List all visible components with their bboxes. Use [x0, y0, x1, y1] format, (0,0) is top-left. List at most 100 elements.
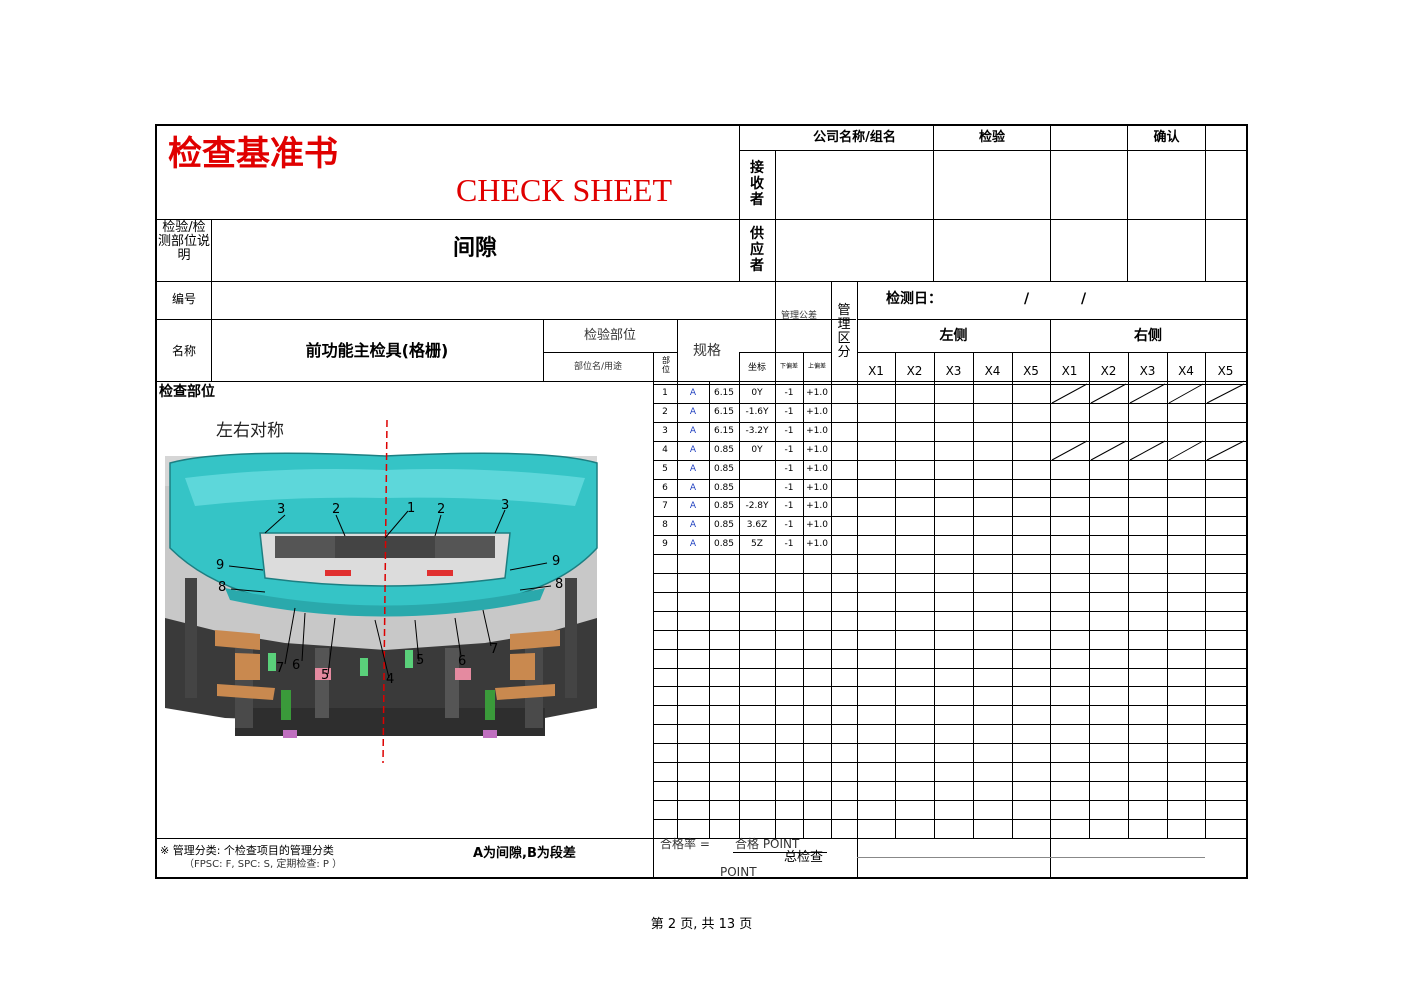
diagram-callout: 8 — [218, 580, 227, 595]
table-cell-spec: 0.85 — [713, 539, 735, 549]
number-label: 编号 — [171, 292, 196, 306]
company-label: 公司名称/组名 — [813, 130, 896, 145]
table-cell-coord — [739, 460, 775, 478]
table-cell-upper: +1.0 — [806, 501, 828, 511]
receiver-label: 接收者 — [750, 160, 764, 208]
table-cell-spec: 6.15 — [713, 407, 735, 417]
part-desc-value: 间隙 — [452, 236, 497, 261]
coord-label: 坐标 — [747, 363, 766, 373]
date-slash-2: / — [1081, 291, 1087, 307]
table-cell-part: A — [689, 539, 697, 549]
table-cell-upper: +1.0 — [806, 464, 828, 474]
table-cell-no: 3 — [662, 426, 668, 436]
table-cell-upper: +1.0 — [806, 483, 828, 493]
table-cell-upper: +1.0 — [806, 426, 828, 436]
table-cell-no: 4 — [662, 445, 668, 455]
diagram-callout: 4 — [386, 672, 395, 687]
table-cell-lower: -1 — [784, 539, 794, 549]
inspect-part-label: 检验部位 — [583, 328, 636, 343]
gap-note: A为间隙,B为段差 — [473, 846, 576, 861]
table-cell-no: 9 — [662, 539, 668, 549]
x-col-header: X5 — [1023, 364, 1039, 378]
table-cell-coord: 3.6Z — [746, 520, 768, 530]
diagram-callout: 2 — [332, 502, 341, 517]
table-cell-coord — [739, 479, 775, 497]
table-cell-coord: 0Y — [751, 445, 763, 455]
table-cell-spec: 6.15 — [713, 426, 735, 436]
diagram-callout: 5 — [416, 653, 425, 668]
table-cell-coord: 5Z — [751, 539, 763, 549]
table-cell-no: 8 — [662, 520, 668, 530]
table-cell-coord: -2.8Y — [745, 501, 769, 511]
inspect-label: 检验 — [978, 130, 1005, 145]
total-check-label: 总检查 — [784, 850, 824, 865]
table-cell-lower: -1 — [784, 407, 794, 417]
table-cell-spec: 0.85 — [713, 483, 735, 493]
table-cell-part: A — [689, 501, 697, 511]
table-cell-lower: -1 — [784, 464, 794, 474]
table-cell-upper: +1.0 — [806, 539, 828, 549]
lower-label: 下偏差 — [779, 363, 798, 370]
table-cell-part: A — [689, 445, 697, 455]
title-cn: 检查基准书 — [168, 134, 338, 174]
table-cell-no: 1 — [662, 388, 668, 398]
symmetric-label: 左右对称 — [216, 421, 284, 441]
table-cell-no: 6 — [662, 483, 668, 493]
note-line-2: （FPSC: F, SPC: S, 定期检查: P ） — [184, 859, 343, 870]
date-label: 检测日： — [886, 291, 942, 307]
x-col-header: X5 — [1217, 364, 1234, 378]
inspect-section-label: 检查部位 — [159, 384, 215, 400]
x-col-header: X4 — [1178, 364, 1194, 378]
diagram-callout: 9 — [216, 558, 225, 573]
note-line-1: ※ 管理分类: 个检查项目的管理分类 — [160, 844, 334, 857]
upper-label: 上偏差 — [807, 363, 826, 370]
table-cell-spec: 0.85 — [713, 464, 735, 474]
table-cell-spec: 6.15 — [713, 388, 735, 398]
table-cell-lower: -1 — [784, 501, 794, 511]
name-label: 名称 — [171, 344, 196, 358]
table-cell-upper: +1.0 — [806, 445, 828, 455]
part-desc-label: 检验/检测部位说明 — [158, 220, 211, 263]
diagram-callout: 6 — [292, 658, 301, 673]
table-cell-part: A — [689, 426, 697, 436]
spec-label: 规格 — [693, 343, 721, 359]
table-cell-no: 5 — [662, 464, 668, 474]
diagram-callout: 1 — [407, 501, 416, 516]
x-col-header: X3 — [945, 364, 962, 378]
x-col-header: X3 — [1139, 364, 1156, 378]
diagram-callout: 3 — [501, 498, 510, 513]
table-cell-coord: -1.6Y — [745, 407, 769, 417]
diagram-callout: 2 — [437, 502, 446, 517]
table-cell-part: A — [689, 464, 697, 474]
mgmt-tol-label: 管理公差 — [781, 311, 818, 321]
fixture-diagram — [165, 419, 598, 764]
mgmt-class-label: 管理区分 — [837, 303, 851, 360]
left-side-label: 左侧 — [939, 328, 968, 344]
part-label: 部位 — [662, 356, 670, 374]
page-indicator: 第 2 页, 共 13 页 — [650, 917, 753, 932]
part-use-label: 部位名/用途 — [573, 362, 623, 372]
diagram-callout: 9 — [552, 554, 561, 569]
table-cell-spec: 0.85 — [713, 501, 735, 511]
title-en: CHECK SHEET — [456, 172, 672, 208]
right-side-label: 右侧 — [1134, 328, 1162, 344]
diagram-callout: 7 — [276, 661, 285, 676]
table-cell-no: 7 — [662, 501, 668, 511]
point-label: POINT — [720, 865, 757, 879]
table-cell-part: A — [689, 388, 697, 398]
x-col-header: X2 — [906, 364, 923, 378]
sheet-frame — [155, 124, 1248, 879]
table-cell-lower: -1 — [784, 388, 794, 398]
diagram-callout: 6 — [458, 654, 467, 669]
table-cell-part: A — [689, 483, 697, 493]
x-col-header: X1 — [868, 364, 884, 378]
table-cell-upper: +1.0 — [806, 388, 828, 398]
diagram-callout: 5 — [321, 668, 330, 683]
supplier-label: 供应者 — [750, 226, 764, 274]
date-slash-1: / — [1024, 291, 1030, 307]
table-cell-upper: +1.0 — [806, 520, 828, 530]
table-cell-no: 2 — [662, 407, 668, 417]
table-cell-lower: -1 — [784, 520, 794, 530]
table-cell-lower: -1 — [784, 483, 794, 493]
table-cell-part: A — [689, 407, 697, 417]
